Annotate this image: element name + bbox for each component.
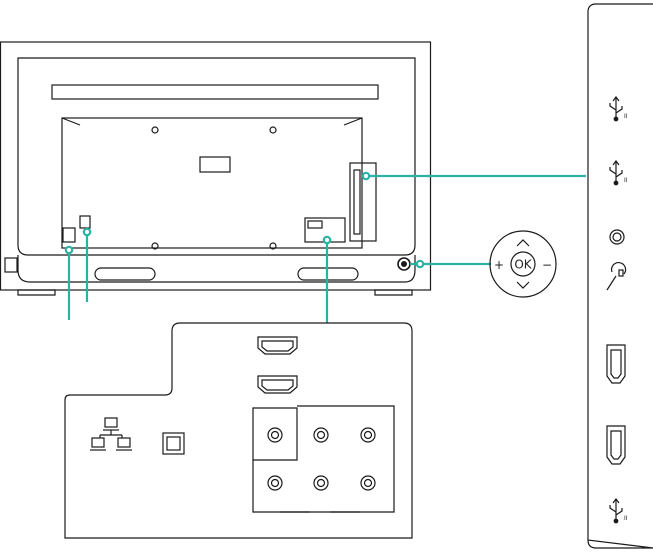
joystick-down-arrow-icon: [517, 282, 529, 288]
tv-foot-right: [375, 290, 412, 295]
joystick-plus-label: +: [494, 258, 504, 272]
joystick-up-arrow-icon: [517, 240, 529, 246]
usb-suffix: II: [624, 515, 628, 522]
tv-power-connector: [63, 228, 75, 242]
joystick-control: OK + −: [490, 231, 556, 297]
headphone-icon: [607, 263, 626, 290]
side-port-panel: II II: [588, 4, 653, 548]
hdmi-icon: [258, 376, 297, 393]
av-jack-icon: [268, 476, 282, 490]
av-jack-icon: [361, 476, 375, 490]
tv-slot-left: [95, 268, 155, 280]
tv-top-vent: [52, 85, 378, 99]
hdmi-icon: [607, 426, 625, 464]
joystick-ok-label: OK: [514, 258, 532, 272]
usb-icon: II: [610, 97, 628, 121]
av-jack-block: [253, 406, 394, 512]
optical-icon: [163, 433, 184, 454]
av-jack-icon: [314, 428, 328, 442]
usb-suffix: II: [624, 113, 628, 120]
audio-jack-icon: [610, 230, 624, 244]
hdmi-icon: [607, 345, 625, 383]
av-jack-icon: [268, 428, 282, 442]
lan-icon: [90, 418, 132, 450]
av-jack-icon: [361, 428, 375, 442]
bottom-port-panel: [65, 323, 412, 538]
usb-suffix: II: [624, 177, 628, 184]
tv-frame: [1, 42, 431, 290]
joystick-minus-label: −: [542, 258, 552, 272]
usb-icon: II: [610, 499, 628, 523]
wall-mount-screw-icons: [152, 127, 276, 249]
tv-back: [1, 42, 431, 295]
hdmi-icon: [258, 337, 297, 354]
tv-center-label: [200, 157, 230, 172]
av-jack-icon: [314, 476, 328, 490]
usb-icon: II: [610, 161, 628, 185]
tv-foot-left: [18, 290, 55, 295]
